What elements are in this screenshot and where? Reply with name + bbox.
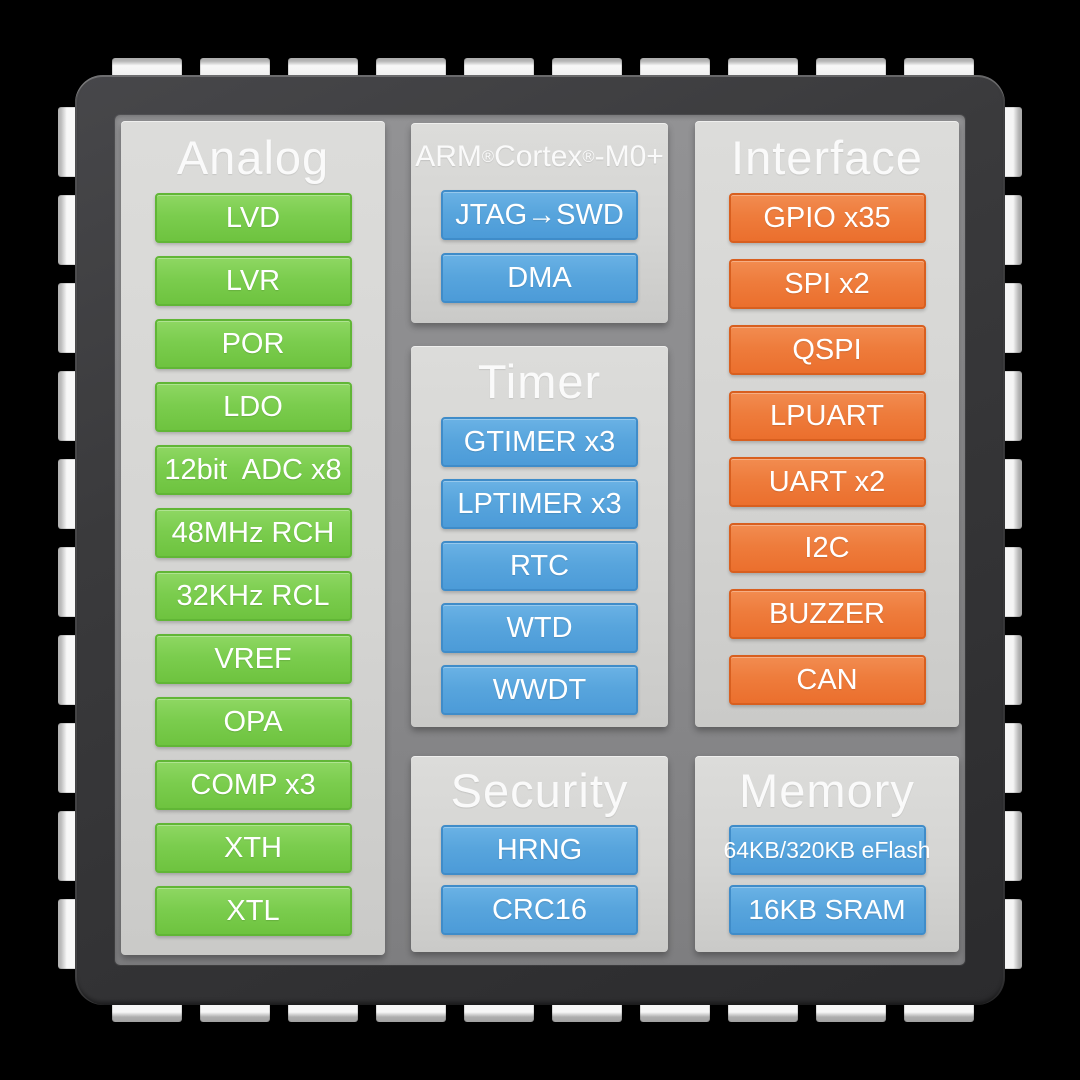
chip-pin-t-8 xyxy=(816,58,886,80)
block-por: POR xyxy=(154,319,352,369)
block-lpuart: LPUART xyxy=(728,391,926,441)
chip-pin-t-9 xyxy=(904,58,974,80)
chip-pin-b-9 xyxy=(904,1000,974,1022)
panel-core: ARM®Cortex®-M0+ JTAG→SWD DMA xyxy=(411,123,668,323)
block-sram: 16KB SRAM xyxy=(728,885,926,935)
chip-pin-b-5 xyxy=(552,1000,622,1022)
block-gtimer: GTIMER x3 xyxy=(441,417,638,467)
chip-pin-b-6 xyxy=(640,1000,710,1022)
chip-pin-l-4 xyxy=(58,459,80,529)
panel-memory: Memory 64KB/320KB eFlash 16KB SRAM xyxy=(695,756,959,952)
chip-pin-r-1 xyxy=(1000,195,1022,265)
block-eflash: 64KB/320KB eFlash xyxy=(723,825,931,875)
panel-interface: Interface GPIO x35 SPI x2 QSPI LPUART UA… xyxy=(695,121,959,727)
chip-pin-r-4 xyxy=(1000,459,1022,529)
chip-pin-l-6 xyxy=(58,635,80,705)
block-lptimer: LPTIMER x3 xyxy=(441,479,638,529)
core-title-suffix: -M0+ xyxy=(594,139,664,173)
block-xtl: XTL xyxy=(154,886,352,936)
block-xth: XTH xyxy=(154,823,352,873)
chip-pin-t-2 xyxy=(288,58,358,80)
block-uart: UART x2 xyxy=(728,457,926,507)
chip-pin-l-7 xyxy=(58,723,80,793)
chip-pin-r-0 xyxy=(1000,107,1022,177)
block-rch: 48MHz RCH xyxy=(154,508,352,558)
chip-pin-t-4 xyxy=(464,58,534,80)
chip-pin-r-8 xyxy=(1000,811,1022,881)
chip-pin-l-2 xyxy=(58,283,80,353)
panel-title-memory: Memory xyxy=(739,764,915,817)
chip-pin-t-6 xyxy=(640,58,710,80)
panel-title-core: ARM®Cortex®-M0+ xyxy=(415,139,664,173)
chip-pin-r-9 xyxy=(1000,899,1022,969)
panel-title-timer: Timer xyxy=(477,355,602,408)
block-spi: SPI x2 xyxy=(728,259,926,309)
chip-pin-r-6 xyxy=(1000,635,1022,705)
chip-pin-l-5 xyxy=(58,547,80,617)
block-crc16: CRC16 xyxy=(441,885,638,935)
chip-pin-b-4 xyxy=(464,1000,534,1022)
block-buzzer: BUZZER xyxy=(728,589,926,639)
block-rcl: 32KHz RCL xyxy=(154,571,352,621)
chip-pin-r-5 xyxy=(1000,547,1022,617)
block-opa: OPA xyxy=(154,697,352,747)
block-ldo: LDO xyxy=(154,382,352,432)
chip-pin-t-3 xyxy=(376,58,446,80)
chip-pin-t-7 xyxy=(728,58,798,80)
chip-pin-l-1 xyxy=(58,195,80,265)
block-i2c: I2C xyxy=(728,523,926,573)
chip-pin-b-1 xyxy=(200,1000,270,1022)
block-rtc: RTC xyxy=(441,541,638,591)
chip-pin-b-7 xyxy=(728,1000,798,1022)
chip-pin-l-8 xyxy=(58,811,80,881)
block-gpio: GPIO x35 xyxy=(728,193,926,243)
panel-analog: Analog LVD LVR POR LDO 12bit ADC x8 48MH… xyxy=(121,121,385,955)
block-comp: COMP x3 xyxy=(154,760,352,810)
block-dma: DMA xyxy=(441,253,638,303)
chip-pin-l-9 xyxy=(58,899,80,969)
chip-pin-b-3 xyxy=(376,1000,446,1022)
block-qspi: QSPI xyxy=(728,325,926,375)
chip-pin-l-3 xyxy=(58,371,80,441)
panel-title-analog: Analog xyxy=(176,130,330,184)
core-title-cortex: Cortex xyxy=(494,139,583,173)
chip-pin-b-8 xyxy=(816,1000,886,1022)
core-title-arm: ARM xyxy=(415,139,482,173)
block-wtd: WTD xyxy=(441,603,638,653)
chip-pin-l-0 xyxy=(58,107,80,177)
block-lvd: LVD xyxy=(154,193,352,243)
block-vref: VREF xyxy=(154,634,352,684)
block-adc: 12bit ADC x8 xyxy=(154,445,352,495)
chip-pin-t-5 xyxy=(552,58,622,80)
chip-pin-r-3 xyxy=(1000,371,1022,441)
block-can: CAN xyxy=(728,655,926,705)
chip-pin-b-0 xyxy=(112,1000,182,1022)
block-wwdt: WWDT xyxy=(441,665,638,715)
block-hrng: HRNG xyxy=(441,825,638,875)
panel-title-interface: Interface xyxy=(731,130,923,184)
chip-pin-t-0 xyxy=(112,58,182,80)
chip-pin-r-2 xyxy=(1000,283,1022,353)
panel-security: Security HRNG CRC16 xyxy=(411,756,668,952)
chip-pin-r-7 xyxy=(1000,723,1022,793)
chip-pin-t-1 xyxy=(200,58,270,80)
panel-title-security: Security xyxy=(450,764,629,817)
chip-pin-b-2 xyxy=(288,1000,358,1022)
block-jtag-swd: JTAG→SWD xyxy=(441,190,638,240)
block-lvr: LVR xyxy=(154,256,352,306)
panel-timer: Timer GTIMER x3 LPTIMER x3 RTC WTD WWDT xyxy=(411,346,668,727)
